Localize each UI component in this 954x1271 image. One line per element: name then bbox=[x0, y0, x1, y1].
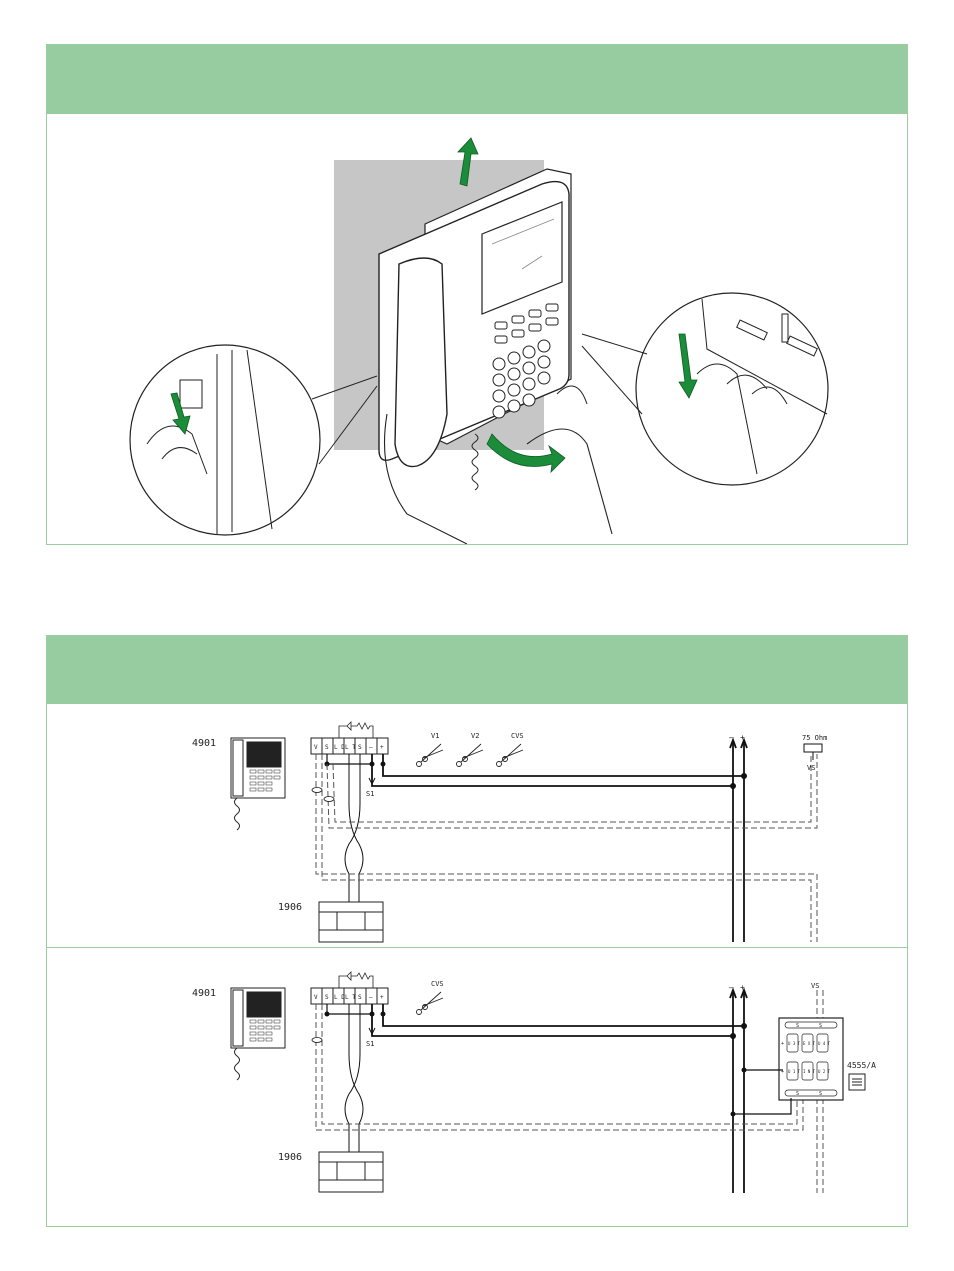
video-distributor-module: S S + U 3 T E X T U 4 T + U 1 T I N T U … bbox=[779, 1018, 843, 1100]
module-terminal-label: + bbox=[781, 1041, 784, 1047]
terminal-label: S bbox=[358, 994, 362, 1001]
bus-lines bbox=[730, 740, 747, 942]
resistor-icon bbox=[339, 972, 373, 988]
cut-label-v1: V1 bbox=[431, 732, 439, 740]
monitor-model-label: 4901 bbox=[192, 988, 216, 999]
monitor-icon bbox=[231, 738, 285, 830]
power-wires bbox=[372, 1004, 744, 1036]
vs-label: VS bbox=[807, 764, 815, 772]
power-supply-label: 1906 bbox=[278, 1152, 302, 1163]
module-terminal-label: U 1 T bbox=[788, 1069, 801, 1074]
left-detail-zoom bbox=[130, 345, 320, 535]
twisted-pair bbox=[345, 754, 363, 904]
installation-illustration bbox=[47, 114, 907, 544]
terminal-label: S bbox=[325, 994, 329, 1001]
power-supply-icon bbox=[319, 1152, 383, 1192]
monitor-icon bbox=[231, 988, 285, 1080]
scissors-icon bbox=[457, 744, 484, 767]
terminal-label: L D bbox=[334, 994, 345, 1001]
module-terminal-label: U 3 T bbox=[788, 1041, 801, 1046]
video-cables bbox=[316, 990, 823, 1193]
module-terminal-label: S bbox=[819, 1023, 822, 1029]
terminal-label: L D bbox=[334, 744, 345, 751]
terminal-label: S bbox=[358, 744, 362, 751]
terminal-label: V bbox=[314, 994, 318, 1001]
installation-panel bbox=[46, 44, 908, 545]
power-supply-label: 1906 bbox=[278, 902, 302, 913]
cut-label-cvs: CVS bbox=[511, 732, 524, 740]
installation-panel-header bbox=[47, 45, 907, 114]
bus-lines bbox=[730, 990, 747, 1193]
terminal-label: L T bbox=[345, 994, 356, 1001]
module-terminal-label: S bbox=[796, 1023, 799, 1029]
video-cables bbox=[316, 754, 817, 942]
terminal-label: V bbox=[314, 744, 318, 751]
module-terminal-label: S bbox=[796, 1091, 799, 1097]
module-terminal-label: S bbox=[819, 1091, 822, 1097]
scissors-icon bbox=[417, 992, 444, 1015]
handset bbox=[395, 258, 447, 467]
module-terminal-label: E X T bbox=[803, 1041, 816, 1046]
switch-label: S1 bbox=[366, 1040, 374, 1048]
scissors-icon bbox=[497, 744, 524, 767]
monitor-model-label: 4901 bbox=[192, 738, 216, 749]
module-terminal-label: U 2 T bbox=[818, 1069, 831, 1074]
wiring-panel-header bbox=[47, 636, 907, 704]
terminal-label: + bbox=[380, 994, 384, 1001]
module-terminal-label: I N T bbox=[803, 1069, 816, 1074]
resistor-icon bbox=[339, 722, 373, 738]
module-terminal-label: U 4 T bbox=[818, 1041, 831, 1046]
module-model-label: 4555/A bbox=[847, 1061, 876, 1070]
terminal-label: – bbox=[369, 744, 373, 751]
right-detail-zoom bbox=[636, 293, 828, 485]
terminal-label: + bbox=[380, 744, 384, 751]
switch-label: S1 bbox=[366, 790, 374, 798]
wiring-diagram-1: 4901 V S L D bbox=[47, 704, 907, 948]
resistor-value-label: 75 Ohm bbox=[802, 734, 827, 742]
module-icon bbox=[849, 1074, 865, 1090]
terminal-label: S bbox=[325, 744, 329, 751]
twisted-pair bbox=[345, 1004, 363, 1154]
termination-resistor bbox=[804, 744, 822, 752]
wiring-panel: 4901 V S L D bbox=[46, 635, 908, 1227]
terminal-label: – bbox=[369, 994, 373, 1001]
cut-label-v2: V2 bbox=[471, 732, 479, 740]
wiring-diagram-2: 4901 V S L D bbox=[47, 948, 907, 1226]
vs-label: VS bbox=[811, 982, 819, 990]
power-supply-icon bbox=[319, 902, 383, 942]
scissors-icon bbox=[417, 744, 444, 767]
terminal-label: L T bbox=[345, 744, 356, 751]
cut-label-cvs: CVS bbox=[431, 980, 444, 988]
